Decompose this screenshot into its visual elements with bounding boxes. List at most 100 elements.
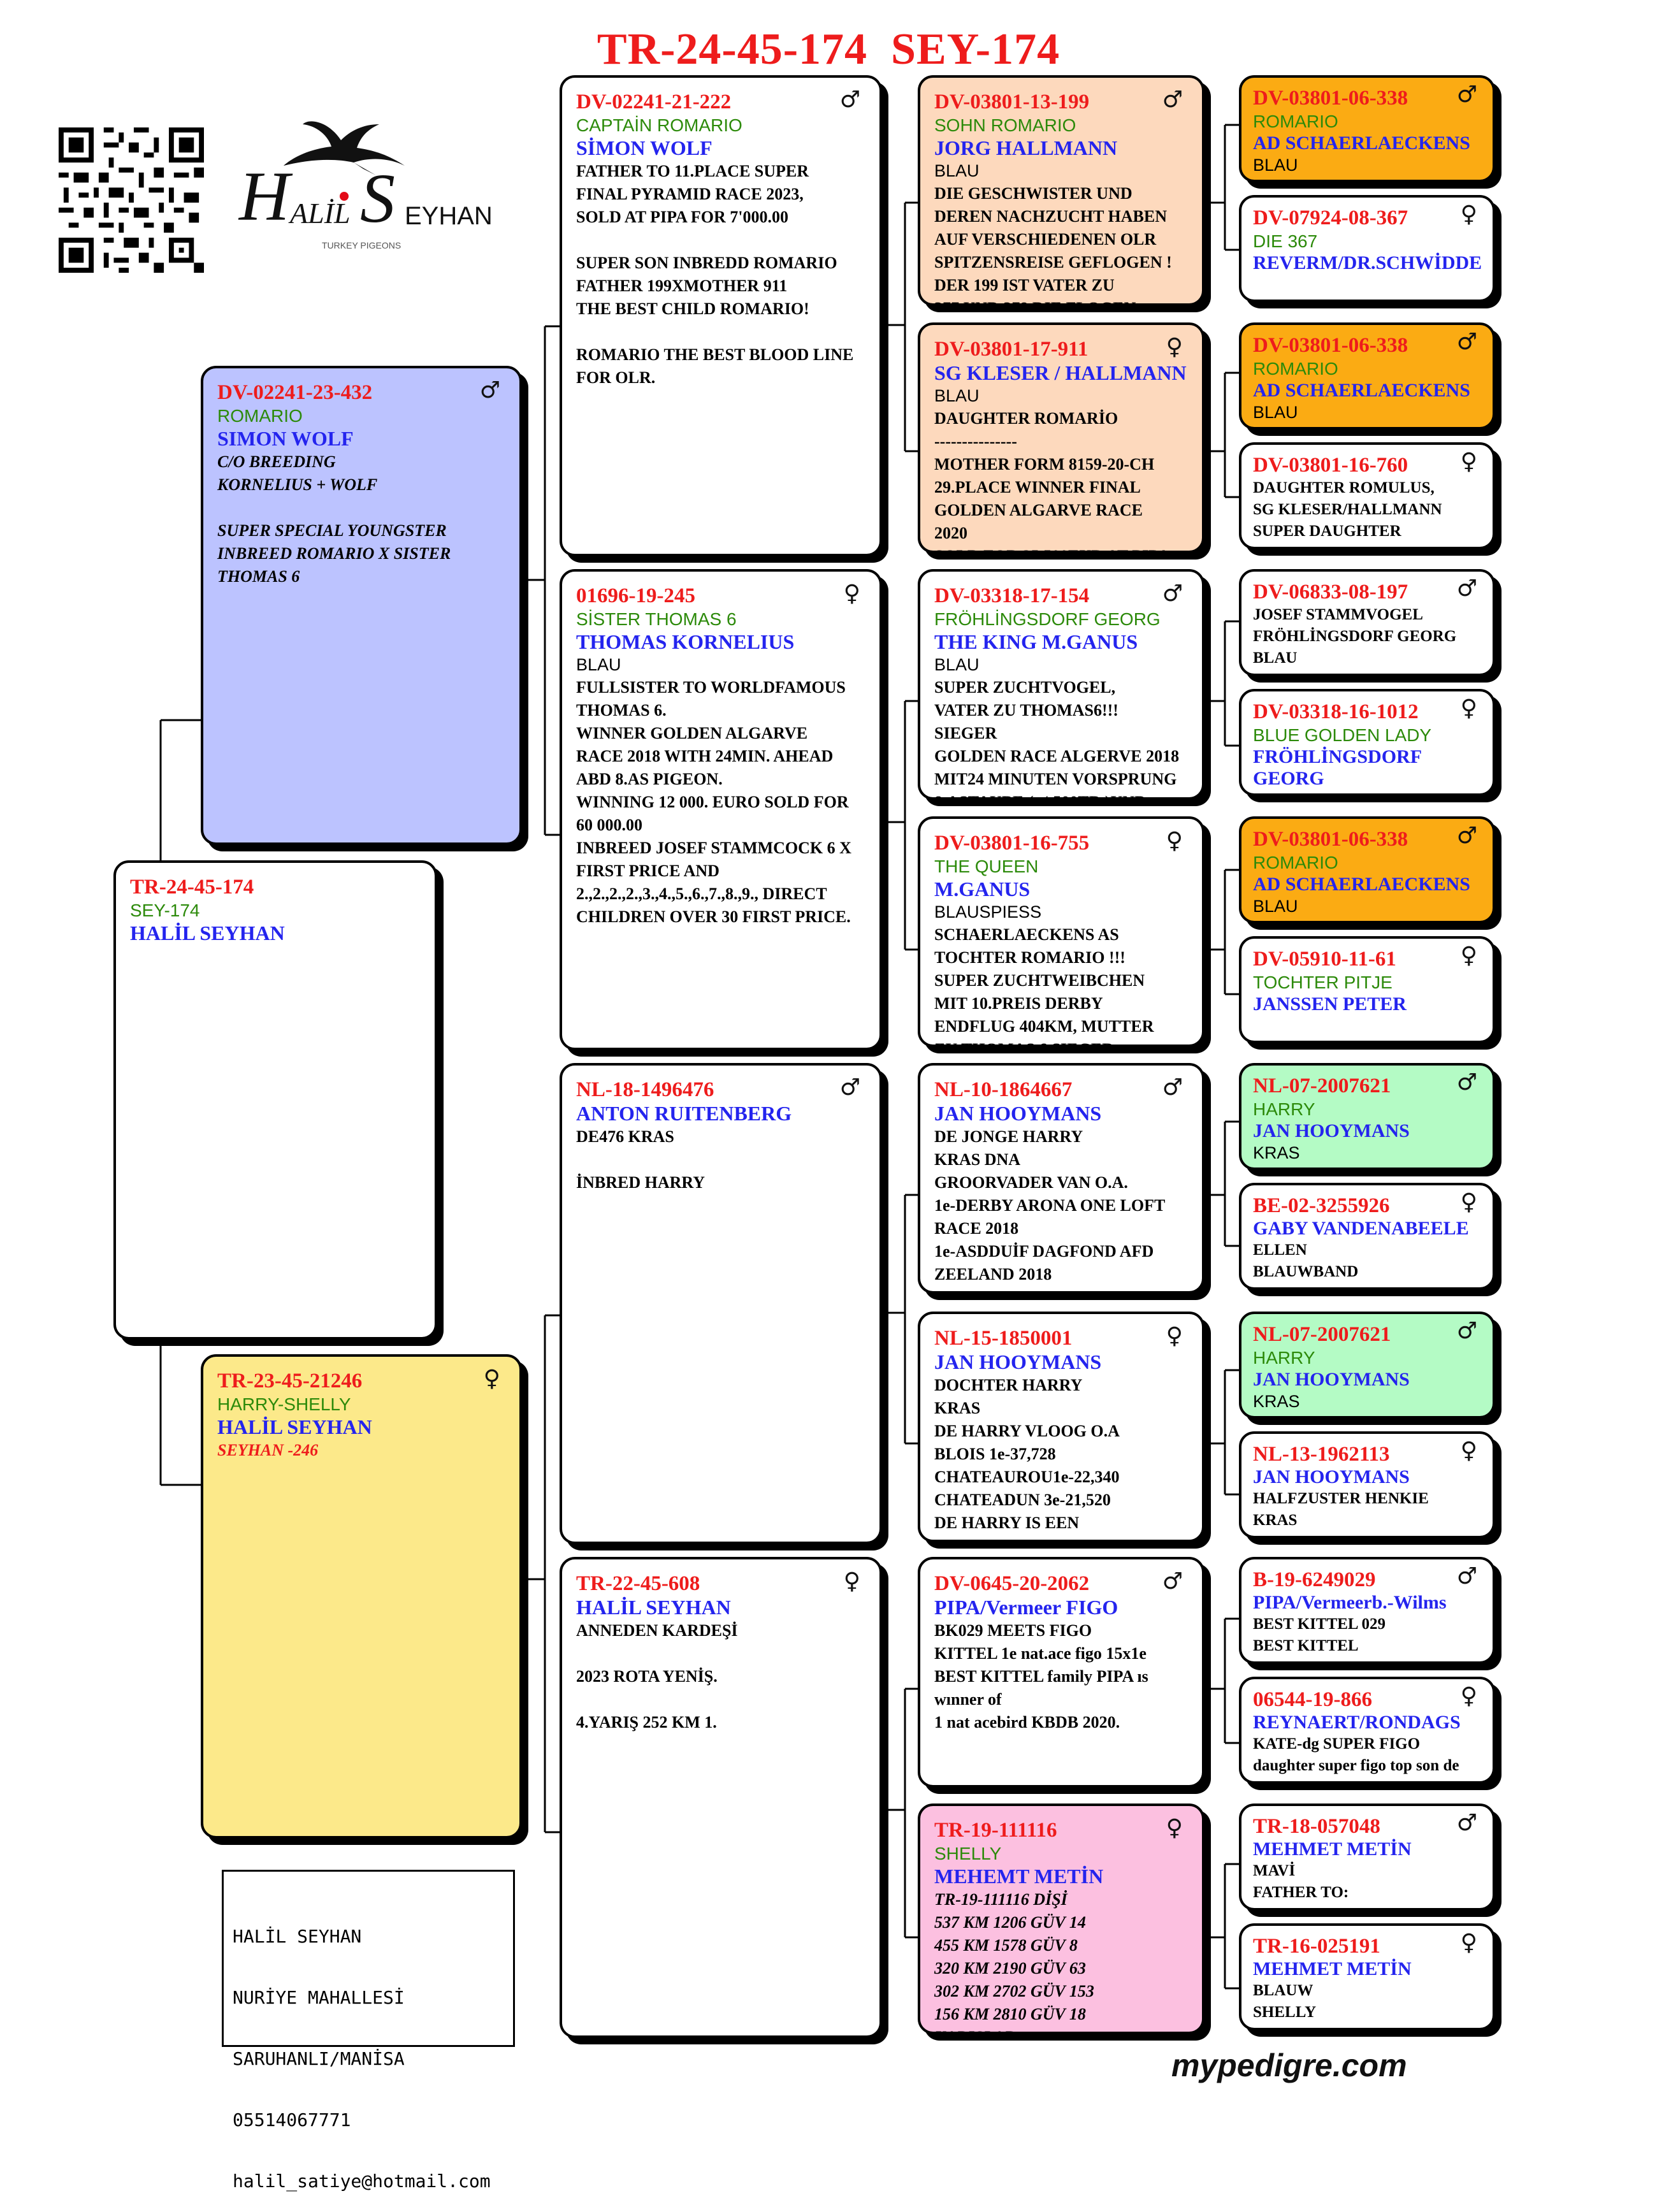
breeder-name: HALİL SEYHAN: [217, 1415, 372, 1438]
female-icon: ♀: [1460, 201, 1477, 228]
pigeon-name: SHELLY: [934, 1844, 1002, 1863]
pigeon-color: BLAU: [1253, 897, 1298, 916]
sire-sire-card: ♂ DV-02241-21-222 CAPTAİN ROMARIO SİMON …: [560, 75, 882, 556]
logo-subtitle: TURKEY PIGEONS: [322, 240, 401, 250]
pigeon-info: BK029 MEETS FIGO KITTEL 1e nat.ace figo …: [934, 1621, 1148, 1731]
breeder-name: THOMAS KORNELIUS: [576, 630, 795, 653]
male-icon: ♂: [839, 87, 860, 113]
male-icon: ♂: [1162, 581, 1183, 607]
breeder-name: JAN HOOYMANS: [1253, 1120, 1410, 1141]
svg-text:EYHAN: EYHAN: [405, 202, 493, 230]
pigeon-info: SCHAERLAECKENS AS TOCHTER ROMARIO !!! SU…: [934, 925, 1154, 1045]
pigeon-name: TOCHTER PITJE: [1253, 972, 1393, 992]
breeder-name: HALİL SEYHAN: [130, 922, 285, 944]
male-icon: ♂: [1456, 1810, 1477, 1836]
address-line: NURİYE MAHALLESİ: [233, 1987, 405, 2008]
svg-text:H: H: [238, 157, 293, 235]
pigeon-name: HARRY-SHELLY: [217, 1394, 351, 1414]
breeder-name: THE KING M.GANUS: [934, 630, 1138, 653]
ssd-card: ♀ DV-03801-17-911 SG KLESER / HALLMANN B…: [918, 322, 1205, 553]
ring-number: DV-03801-16-755: [934, 832, 1090, 855]
male-icon: ♂: [1162, 1074, 1183, 1101]
ring-number: DV-02241-21-222: [576, 90, 732, 113]
breeder-name: ANTON RUITENBERG: [576, 1102, 792, 1125]
breeder-name: SIMON WOLF: [217, 427, 354, 450]
dam-sire-card: ♂ NL-18-1496476 ANTON RUITENBERG DE476 K…: [560, 1063, 882, 1544]
female-icon: ♀: [1460, 1683, 1477, 1709]
pigeon-name: HARRY: [1253, 1099, 1315, 1119]
breeder-name: JAN HOOYMANS: [934, 1350, 1102, 1373]
pigeon-color: BLAU: [934, 655, 980, 674]
qr-code-icon: [59, 127, 204, 273]
ring-number: DV-03801-06-338: [1253, 334, 1408, 357]
pigeon-info: ANNEDEN KARDEŞİ 2023 ROTA YENİŞ. 4.YARIŞ…: [576, 1621, 738, 1731]
pigeon-name: FRÖHLİNGSDORF GEORG: [934, 609, 1161, 629]
ring-number: DV-06833-08-197: [1253, 581, 1408, 604]
sdd-card: ♀ DV-03801-16-755 THE QUEEN M.GANUS BLAU…: [918, 816, 1205, 1047]
dam-dam-card: ♀ TR-22-45-608 HALİL SEYHAN ANNEDEN KARD…: [560, 1557, 882, 2038]
pigeon-color: BLAU: [934, 386, 980, 405]
male-icon: ♂: [839, 1074, 860, 1101]
pigeon-name: BLUE GOLDEN LADY: [1253, 725, 1432, 745]
ring-number: NL-07-2007621: [1253, 1074, 1391, 1097]
pigeon-name: ROMARIO: [1253, 112, 1338, 131]
address-line: HALİL SEYHAN: [233, 1926, 362, 1947]
sire-dam-card: ♀ 01696-19-245 SİSTER THOMAS 6 THOMAS KO…: [560, 569, 882, 1050]
pigeon-color: BLAU: [934, 161, 980, 180]
pigeon-name: THE QUEEN: [934, 857, 1039, 876]
breeder-name: MEHEMT METİN: [934, 1865, 1104, 1888]
ring-number: TR-24-45-174: [130, 876, 254, 899]
pigeon-info: ELLEN BLAUWBAND: [1253, 1241, 1359, 1280]
breeder-name: JAN HOOYMANS: [1253, 1466, 1410, 1487]
pigeon-color: BLAUSPIESS: [934, 902, 1042, 922]
female-icon: ♀: [1460, 695, 1477, 721]
female-icon: ♀: [1166, 1323, 1183, 1349]
breeder-name: PIPA/Vermeer FIGO: [934, 1596, 1118, 1619]
pigeon-name: SEY-174: [130, 900, 200, 920]
female-icon: ♀: [1166, 828, 1183, 854]
male-icon: ♂: [1456, 1563, 1477, 1589]
ring-number: TR-22-45-608: [576, 1572, 700, 1595]
pigeon-color: BLAU: [576, 655, 621, 674]
pigeon-name: ROMARIO: [1253, 359, 1338, 379]
breeder-name: AD SCHAERLAECKENS: [1253, 874, 1470, 895]
pigeon-name: DIE 367: [1253, 231, 1318, 251]
dss-card: ♂ NL-10-1864667 JAN HOOYMANS DE JONGE HA…: [918, 1063, 1205, 1294]
ring-number: DV-03801-06-338: [1253, 828, 1408, 851]
pigeon-name: SOHN ROMARIO: [934, 115, 1076, 135]
ring-number: TR-16-025191: [1253, 1935, 1380, 1958]
pigeon-info: C/O BREEDING KORNELIUS + WOLF SUPER SPEC…: [217, 452, 451, 586]
pigeon-info: MAVİ FATHER TO:: [1253, 1862, 1349, 1901]
ring-number: 06544-19-866: [1253, 1688, 1372, 1711]
address-line: halil_satiye@hotmail.com: [233, 2171, 491, 2192]
dam-card: ♀ TR-23-45-21246 HARRY-SHELLY HALİL SEYH…: [201, 1354, 522, 1839]
halil-seyhan-logo: H ALİL S EYHAN TURKEY PIGEONS: [238, 121, 493, 250]
pigeon-info: TR-19-111116 DİŞİ 537 KM 1206 GÜV 14 455…: [934, 1890, 1094, 2032]
ring-number: TR-23-45-21246: [217, 1370, 363, 1392]
ring-number: DV-03801-16-760: [1253, 454, 1408, 477]
male-icon: ♂: [1456, 823, 1477, 849]
ring-number: NL-13-1962113: [1253, 1443, 1390, 1466]
male-icon: ♂: [1456, 575, 1477, 602]
pigeon-info: DAUGHTER ROMULUS, SG KLESER/HALLMANN SUP…: [1253, 479, 1442, 540]
pigeon-info: HALFZUSTER HENKIE KRAS: [1253, 1490, 1429, 1529]
address-line: 05514067771: [233, 2109, 351, 2130]
pigeon-info: FULLSISTER TO WORLDFAMOUS THOMAS 6. WINN…: [576, 678, 851, 926]
breeder-name: HALİL SEYHAN: [576, 1596, 731, 1619]
breeder-name: PIPA/Vermeerb.-Wilms: [1253, 1592, 1447, 1613]
ring-number: DV-03801-17-911: [934, 338, 1089, 361]
pedigree-connectors: [159, 124, 1239, 1990]
pigeon-info: DE JONGE HARRY KRAS DNA GROORVADER VAN O…: [934, 1127, 1166, 1291]
